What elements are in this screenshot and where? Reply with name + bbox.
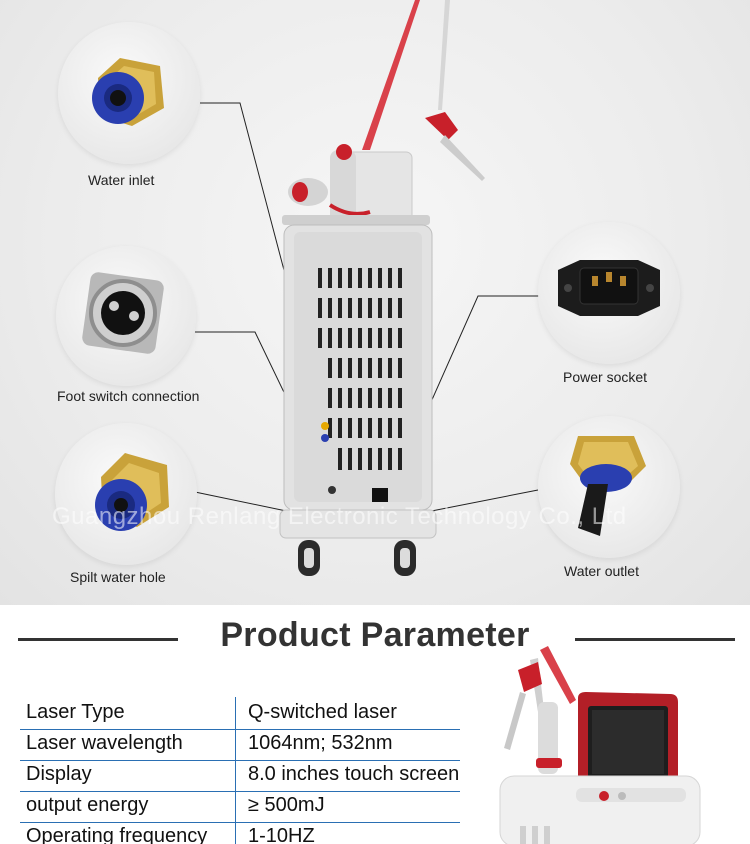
param-key: Laser wavelength — [26, 732, 183, 754]
param-key: Laser Type — [26, 701, 125, 723]
param-key: Display — [26, 763, 92, 785]
power-socket-photo — [538, 222, 680, 364]
param-value: Q-switched laser — [248, 701, 397, 723]
param-key: Operating frequency — [26, 825, 208, 844]
param-value: 1-10HZ — [248, 825, 315, 844]
table-row: Laser Type Q-switched laser — [20, 699, 460, 730]
table-row: Display 8.0 inches touch screen — [20, 761, 460, 792]
param-value: 1064nm; 532nm — [248, 732, 393, 754]
section-title: Product Parameter — [220, 616, 530, 654]
param-value: 8.0 inches touch screen — [248, 763, 460, 785]
caption-water-inlet: Water inlet — [88, 172, 155, 188]
connector-diagram: Water inlet Foot switch connection Spilt… — [0, 0, 750, 605]
caption-foot-switch: Foot switch connection — [57, 388, 200, 404]
foot-switch-photo — [56, 246, 196, 386]
param-value: ≥ 500mJ — [248, 794, 325, 816]
title-rule-right — [575, 638, 735, 641]
caption-water-outlet: Water outlet — [564, 563, 639, 579]
caption-power-socket: Power socket — [563, 369, 648, 385]
water-inlet-photo — [58, 22, 200, 164]
laser-machine-image — [279, 0, 485, 576]
split-water-hole-photo — [55, 423, 197, 565]
table-row: Laser wavelength 1064nm; 532nm — [20, 730, 460, 761]
caption-split-water-hole: Spilt water hole — [70, 569, 166, 585]
table-row: Operating frequency 1-10HZ — [20, 823, 460, 844]
table-column-divider — [235, 697, 236, 844]
parameter-table: Laser Type Q-switched laser Laser wavele… — [20, 699, 460, 844]
water-outlet-photo — [538, 416, 680, 558]
laser-machine-front-image — [499, 646, 701, 844]
watermark: Guangzhou Renlang Electronic Technology … — [52, 503, 627, 530]
param-key: output energy — [26, 794, 149, 816]
title-rule-left — [18, 638, 178, 641]
table-row: output energy ≥ 500mJ — [20, 792, 460, 823]
